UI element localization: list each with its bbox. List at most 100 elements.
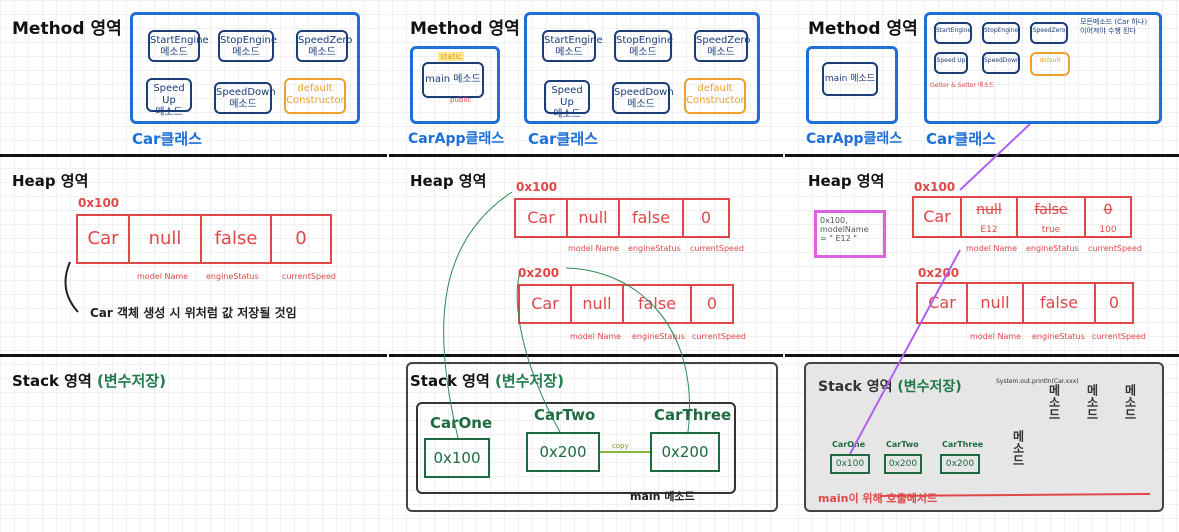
method-sub: 메소드	[229, 99, 257, 110]
method-name: SpeedZero	[696, 35, 751, 46]
caption-current-speed: currentSpeed	[692, 332, 746, 341]
object1-address: 0x100	[516, 180, 558, 194]
main-method-label: main 메소드	[824, 74, 876, 84]
static-tag: static	[438, 52, 464, 61]
method-sub: 메소드	[707, 47, 735, 58]
carapp-class-label: CarApp클래스	[408, 131, 505, 147]
caption-current-speed: currentSpeed	[690, 244, 744, 253]
method-sub: 메소드	[232, 47, 260, 58]
main-method-label: main 메소드	[425, 74, 481, 85]
stack-title-text: Stack 영역	[12, 372, 92, 390]
method-area-title: Method 영역	[410, 19, 520, 39]
method-sub: 메소드	[155, 107, 183, 118]
method-name: SpeedZero	[1032, 27, 1066, 34]
method-name: SpeedDown	[614, 87, 674, 98]
stack-frame	[804, 362, 1164, 512]
car-class-label: Car클래스	[926, 130, 996, 148]
pointer-arrow-carone	[443, 191, 513, 439]
object1-address: 0x100	[914, 180, 956, 194]
carapp-class-box	[806, 46, 898, 124]
var-value-carthree: 0x200	[650, 432, 720, 472]
method-stopengine: StopEngine	[982, 22, 1020, 44]
divider-heap-stack	[0, 354, 1179, 357]
field-current-speed: 0	[1094, 282, 1134, 324]
field-current-speed: 0	[690, 284, 734, 324]
stack-note: (변수저장)	[495, 372, 564, 390]
method-area-title: Method 영역	[808, 19, 918, 39]
caption-model-name: model Name	[570, 332, 622, 341]
panel-gap	[387, 0, 389, 532]
method-name: SpeedZero	[298, 35, 353, 46]
caption-engine-status: engineStatus	[1032, 332, 1085, 341]
caption-model-name: model Name	[970, 332, 1022, 341]
caption-engine-status: engineStatus	[628, 244, 681, 253]
old-value: null	[976, 202, 1002, 218]
caption-current-speed: currentSpeed	[1088, 244, 1142, 253]
caption-current-speed: currentSpeed	[1092, 332, 1146, 341]
all-methods-note: 모든메소드 (Car 하나) 이어져야 수행 된다	[1080, 18, 1148, 35]
method-name: StopEngine	[984, 27, 1019, 34]
car-class-box	[524, 12, 760, 124]
var-name-carthree: CarThree	[654, 406, 732, 424]
object-note: Car 객체 생성 시 위처럼 값 저장될 것임	[90, 306, 297, 320]
method-name: default	[697, 83, 733, 94]
method-startengine: StartEngine	[934, 22, 972, 44]
car-class-box	[924, 12, 1162, 124]
new-value: true	[1041, 225, 1061, 235]
object-address: 0x100	[78, 196, 120, 210]
pointer-arrow-carthree	[565, 267, 690, 433]
old-value: false	[1034, 202, 1068, 218]
method-speedup: Speed Up	[934, 52, 968, 74]
method-sub: Constructor	[686, 95, 745, 106]
car-class-box	[130, 12, 360, 124]
var-value-cartwo: 0x200	[526, 432, 600, 472]
model-name-note-label: 0x100, modelName	[820, 216, 869, 234]
carapp-class-box	[410, 46, 500, 124]
stack-area-title: Stack 영역 (변수저장)	[818, 376, 962, 396]
stack-frame	[406, 362, 778, 512]
reference-arrow-panel3	[849, 249, 961, 455]
method-sub: Constructor	[286, 95, 345, 106]
note-arrow	[64, 261, 79, 313]
object2-address: 0x200	[518, 266, 560, 280]
heap-area-title: Heap 영역	[12, 172, 89, 190]
method-name: default	[297, 83, 333, 94]
var-value-cartwo: 0x200	[884, 454, 922, 474]
car-class-label: Car클래스	[528, 130, 598, 148]
field-current-speed: 0	[270, 214, 332, 264]
var-value-carone: 0x100	[830, 454, 870, 474]
new-value: 100	[1099, 225, 1117, 235]
var-name-carone: CarOne	[430, 414, 493, 432]
stack-note: (변수저장)	[897, 379, 962, 395]
method-name: Speed Up	[551, 85, 583, 108]
caption-model-name: model Name	[137, 272, 189, 281]
method-name: StartEngine	[936, 27, 972, 34]
method-name: StartEngine	[544, 35, 603, 46]
field-current-speed: 0 100	[1084, 196, 1132, 238]
frame-method-2: 메소드	[1047, 384, 1061, 420]
method-name: SpeedDown	[984, 57, 1020, 64]
method-sub: 메소드	[553, 109, 581, 120]
method-sub: 메소드	[160, 47, 188, 58]
frame-method-3: 메소드	[1085, 384, 1099, 420]
panel-gap	[783, 0, 785, 532]
model-name-note-value: = " E12 "	[820, 234, 857, 243]
pointer-arrow-cartwo	[516, 271, 561, 433]
new-value: E12	[980, 225, 998, 235]
public-tag: public	[450, 96, 472, 104]
method-speeddown: SpeedDown	[982, 52, 1020, 74]
stack-title-text: Stack 영역	[410, 372, 490, 390]
old-value: 0	[1103, 202, 1113, 218]
main-method-frame	[416, 402, 736, 494]
model-name-note: 0x100, modelName= " E12 "	[814, 210, 886, 258]
method-area-title: Method 영역	[12, 19, 122, 39]
